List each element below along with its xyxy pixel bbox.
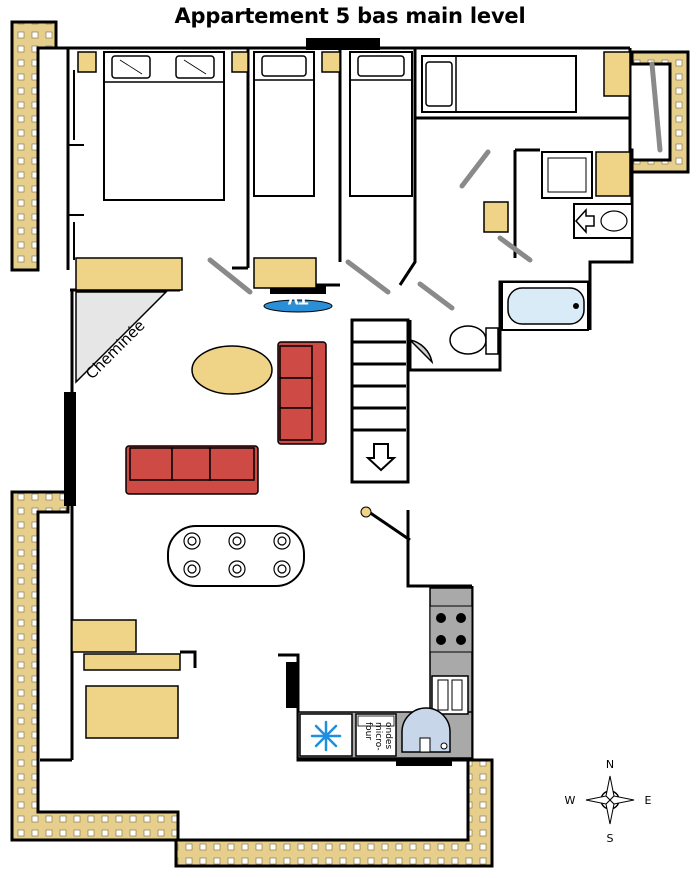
microwave: four micro- ondes [355,713,397,757]
tv: TV [263,290,333,313]
coffee-table [191,345,273,395]
compass: N S W E [565,758,652,845]
balcony-bottom [10,490,494,868]
bathtub [501,281,589,331]
closet-marks [68,70,84,260]
single-bed-2 [349,51,413,197]
tv-label: TV [288,290,309,306]
single-bed-1 [253,51,315,197]
walls [38,46,634,762]
staircase [350,318,410,484]
window-top [306,38,380,50]
wall-segment-kitchen [286,662,298,708]
door-swings [207,61,663,311]
fireplace: Cheminée [75,291,168,384]
compass-east: E [645,794,652,807]
microwave-label-2: micro- [373,722,383,751]
balcony-left-top [10,20,58,272]
wood-furniture-details [96,257,302,621]
fridge [299,713,353,757]
kitchen-sink [431,675,469,715]
sofa-vertical [277,341,327,445]
door-small-bath [407,338,434,365]
cooktop [429,605,473,653]
tv-wall [270,286,326,294]
sink [573,203,633,239]
microwave-label-1: four [363,722,373,740]
dining-table [167,525,305,587]
sofa-horizontal [125,445,259,495]
shower [541,151,593,199]
wall-segment-left [64,392,76,506]
wood-furniture [71,51,631,739]
single-bed-3 [421,55,577,113]
compass-south: S [607,832,614,845]
dishwasher [401,707,451,753]
double-bed [103,51,225,201]
compass-west: W [565,794,576,807]
plan-title: Appartement 5 bas main level [174,4,526,28]
toilet [449,325,499,355]
microwave-label-3: ondes [383,722,393,749]
entrance-door [360,506,411,542]
balcony-right-top [630,50,690,174]
compass-north: N [606,758,614,771]
